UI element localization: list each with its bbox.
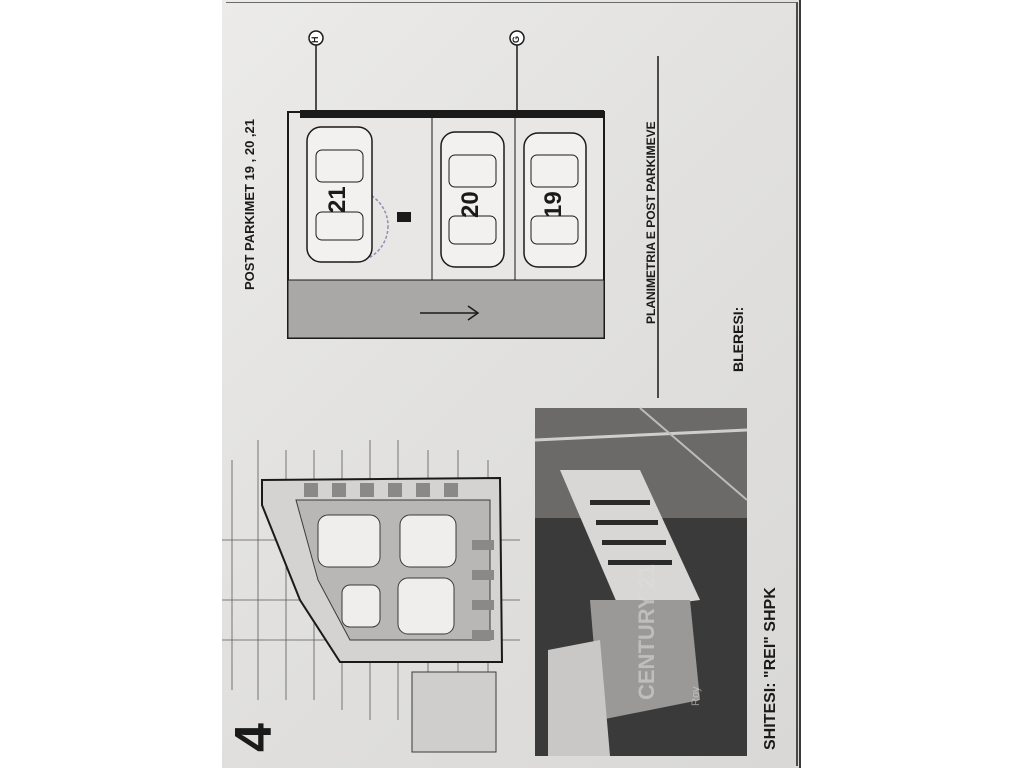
pillar [397, 212, 411, 222]
car-spot-19 [523, 132, 587, 268]
driving-aisle [287, 279, 605, 339]
building-core [317, 514, 381, 568]
spot-number-21: 21 [324, 186, 351, 213]
drawing-title: POST PARKIMET 19 , 20 ,21 [242, 119, 257, 290]
wall [300, 110, 604, 118]
grid-marker-g [509, 30, 525, 46]
watermark-brand: CENTURY 21 [634, 564, 659, 700]
building-render-photo [534, 407, 748, 756]
adjacent-building [411, 671, 497, 753]
seller-label: SHITESI: "REI" SHPK [762, 587, 779, 750]
watermark-sub: Roy [690, 686, 702, 706]
car-spot-20 [440, 131, 505, 268]
building-core [399, 514, 457, 568]
grid-marker-g-label: G [511, 35, 521, 43]
page-number: 4 [225, 723, 283, 752]
building-block [590, 600, 700, 720]
grid-marker-h-label: H [310, 36, 320, 44]
building-core [397, 577, 455, 635]
plan-caption: PLANIMETRIA E POST PARKIMEVE [644, 121, 658, 324]
spot-number-20: 20 [457, 191, 484, 218]
site-plan [222, 440, 520, 753]
spot-number-19: 19 [540, 191, 567, 218]
building-core [341, 584, 381, 628]
buyer-label: BLERESI: [730, 306, 746, 372]
car-spot-21 [306, 126, 373, 263]
grid-marker-h [308, 30, 324, 46]
arrow-head [467, 305, 480, 321]
sheet-border [226, 2, 798, 766]
building-block [548, 640, 610, 756]
parking-plan [287, 30, 605, 339]
